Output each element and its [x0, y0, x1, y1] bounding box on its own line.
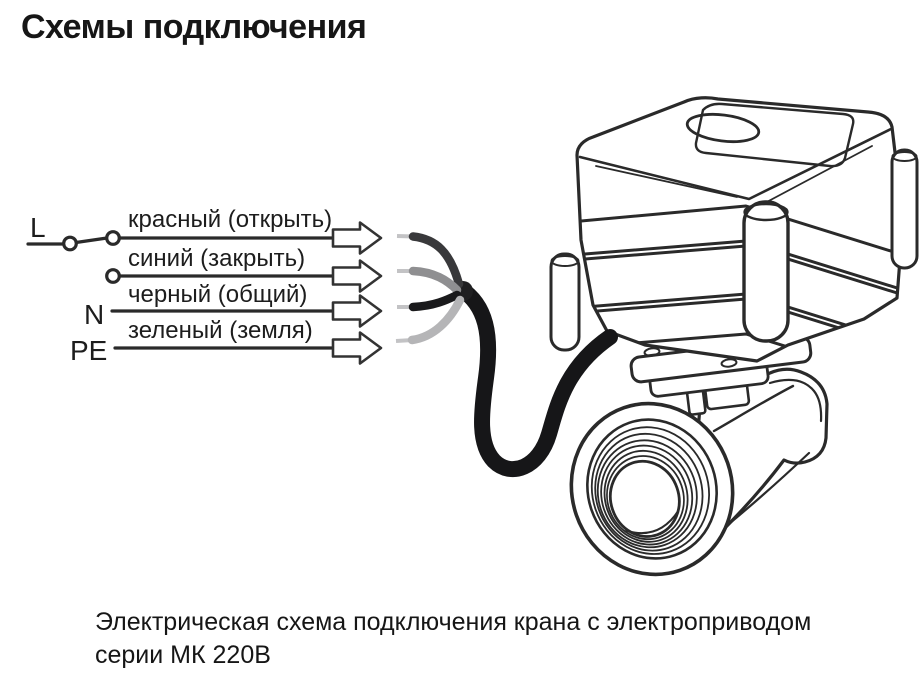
switch-symbol — [62, 230, 121, 284]
wire-label-red: красный (открыть) — [128, 206, 333, 233]
arrow-icons — [331, 221, 383, 365]
arrow-right-icon — [331, 331, 383, 365]
wire-label-black: черный (общий) — [128, 281, 308, 308]
arrow-right-icon — [331, 259, 383, 293]
arrow-right-icon — [331, 221, 383, 255]
figure-caption: Электрическая схема подключения крана с … — [95, 606, 811, 672]
arrow-right-icon — [331, 294, 383, 328]
valve-illustration — [569, 367, 829, 577]
terminal-label-live: L — [30, 212, 46, 243]
switch-blade-line — [74, 236, 109, 245]
wire-lines — [26, 236, 335, 350]
page-title: Схемы подключения — [21, 8, 367, 46]
wire-label-green: зеленый (земля) — [128, 317, 313, 344]
terminal-label-neutral: N — [84, 299, 105, 330]
caption-line-2: серии МК 220В — [95, 641, 271, 669]
caption-line-1: Электрическая схема подключения крана с … — [95, 608, 812, 636]
cable-wires — [395, 232, 465, 345]
terminal-label-earth: PE — [70, 335, 108, 366]
wire-label-blue: синий (закрыть) — [128, 245, 306, 272]
